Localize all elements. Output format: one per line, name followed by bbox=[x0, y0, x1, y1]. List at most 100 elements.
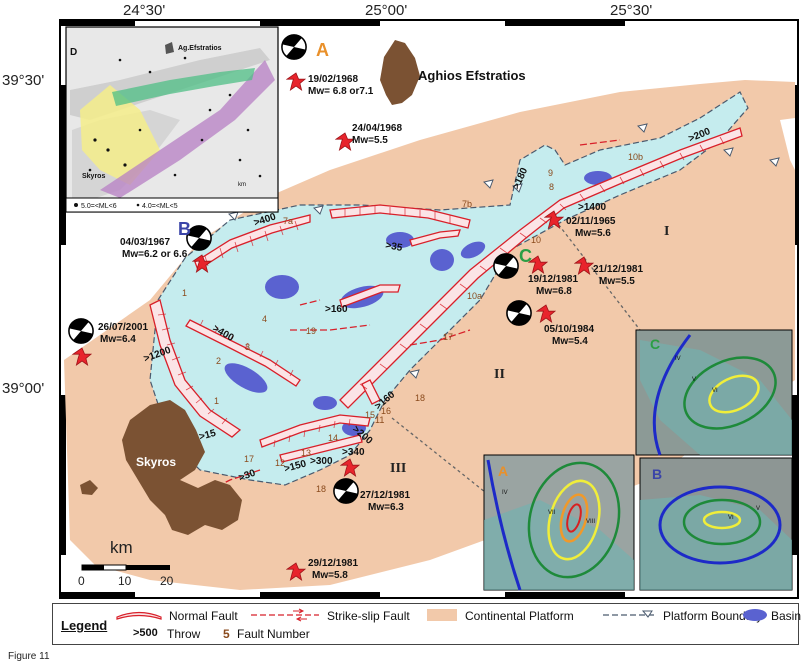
label-aghios: Aghios Efstratios bbox=[418, 68, 526, 83]
svg-text:04/03/1967: 04/03/1967 bbox=[120, 237, 170, 248]
svg-text:>160: >160 bbox=[325, 304, 348, 315]
svg-text:18: 18 bbox=[415, 393, 425, 403]
svg-text:19/02/1968: 19/02/1968 bbox=[308, 74, 358, 85]
fault-numbers: 7a 7b 8 10 10a 10b 4 19 3 2 1 17 18 14 1… bbox=[182, 152, 643, 494]
figure-caption: Figure 11 bbox=[8, 651, 50, 662]
svg-text:7a: 7a bbox=[283, 216, 293, 226]
strike-slip-symbol bbox=[251, 608, 319, 622]
scale-bar: km 0 10 20 bbox=[78, 538, 174, 588]
svg-text:A: A bbox=[498, 463, 508, 479]
svg-text:9: 9 bbox=[548, 168, 553, 178]
svg-text:Mw=6.3: Mw=6.3 bbox=[368, 502, 404, 513]
legend-fault-value: 5 bbox=[223, 627, 230, 641]
lat-tick-2: 39°00' bbox=[2, 380, 45, 397]
inset-a: A IV VII VIII bbox=[483, 454, 635, 591]
label-c: C bbox=[519, 246, 532, 266]
lat-tick-1: 39°30' bbox=[2, 72, 45, 89]
inset-d: D Ag.Efstratios Skyros km 5.0=<ML<6 4.0=… bbox=[65, 26, 279, 213]
svg-text:24/04/1968: 24/04/1968 bbox=[352, 123, 402, 134]
legend-title: Legend bbox=[61, 618, 108, 633]
svg-text:VII: VII bbox=[548, 510, 556, 516]
svg-text:20: 20 bbox=[160, 574, 174, 588]
svg-text:V: V bbox=[692, 377, 696, 383]
svg-text:10: 10 bbox=[531, 235, 541, 245]
svg-text:05/10/1984: 05/10/1984 bbox=[544, 324, 594, 335]
legend: Legend Normal Fault Strike-slip Fault Co… bbox=[52, 603, 802, 645]
svg-text:Mw=6.8: Mw=6.8 bbox=[536, 286, 572, 297]
svg-text:29/12/1981: 29/12/1981 bbox=[308, 558, 358, 569]
legend-throw-value: >500 bbox=[133, 627, 158, 639]
svg-text:13: 13 bbox=[301, 448, 311, 458]
svg-text:3: 3 bbox=[245, 342, 250, 352]
legend-fault-label: Fault Number bbox=[237, 627, 310, 641]
label-a: A bbox=[316, 40, 329, 60]
svg-text:Mw=5.5: Mw=5.5 bbox=[352, 135, 388, 146]
svg-text:Mw=5.6: Mw=5.6 bbox=[575, 228, 611, 239]
label-b: B bbox=[178, 219, 191, 239]
svg-text:5.0=<ML<6: 5.0=<ML<6 bbox=[81, 203, 117, 210]
svg-text:0: 0 bbox=[78, 574, 85, 588]
skyros-island bbox=[122, 400, 242, 535]
svg-text:19: 19 bbox=[306, 326, 316, 336]
inset-b: B VI V bbox=[639, 457, 793, 591]
svg-text:7b: 7b bbox=[462, 199, 472, 209]
legend-boundary: Platform Boundary bbox=[663, 609, 763, 623]
svg-text:Ag.Efstratios: Ag.Efstratios bbox=[178, 45, 222, 52]
svg-text:Mw=6.2 or 6.6: Mw=6.2 or 6.6 bbox=[122, 249, 188, 260]
boundary-symbol bbox=[603, 610, 655, 618]
svg-text:>300: >300 bbox=[310, 456, 333, 467]
boundary-teeth bbox=[228, 123, 780, 379]
svg-text:2: 2 bbox=[216, 356, 221, 366]
svg-text:V: V bbox=[756, 506, 760, 512]
inset-c: C IV V VI bbox=[635, 329, 793, 456]
normal-fault-symbol bbox=[116, 611, 162, 620]
lon-tick-2: 25°00' bbox=[365, 2, 408, 19]
region-1: I bbox=[664, 224, 669, 239]
svg-text:10b: 10b bbox=[628, 152, 643, 162]
svg-text:Skyros: Skyros bbox=[82, 173, 105, 180]
svg-text:C: C bbox=[650, 336, 660, 352]
svg-text:12: 12 bbox=[275, 458, 285, 468]
lon-tick-3: 25°30' bbox=[610, 2, 653, 19]
legend-strike-slip: Strike-slip Fault bbox=[327, 609, 410, 623]
svg-text:21/12/1981: 21/12/1981 bbox=[593, 264, 643, 275]
svg-text:Mw=5.5: Mw=5.5 bbox=[599, 276, 635, 287]
basin-symbol bbox=[743, 609, 767, 621]
svg-text:Mw=5.4: Mw=5.4 bbox=[552, 336, 588, 347]
label-skyros: Skyros bbox=[136, 455, 176, 469]
legend-platform: Continental Platform bbox=[465, 609, 574, 623]
svg-text:4: 4 bbox=[262, 314, 267, 324]
svg-text:10: 10 bbox=[118, 574, 132, 588]
aghios-efstratios-island bbox=[380, 40, 420, 105]
svg-text:14: 14 bbox=[328, 433, 338, 443]
svg-text:VI: VI bbox=[728, 515, 734, 521]
svg-text:17: 17 bbox=[244, 454, 254, 464]
svg-text:>1400: >1400 bbox=[578, 202, 607, 213]
svg-text:8: 8 bbox=[549, 182, 554, 192]
svg-text:km: km bbox=[238, 182, 246, 188]
svg-text:18: 18 bbox=[316, 484, 326, 494]
svg-text:16: 16 bbox=[381, 406, 391, 416]
legend-throw-label: Throw bbox=[167, 627, 201, 641]
svg-text:10a: 10a bbox=[467, 291, 482, 301]
svg-text:km: km bbox=[110, 538, 133, 557]
region-2: II bbox=[494, 367, 505, 382]
svg-text:Mw= 6.8 or7.1: Mw= 6.8 or7.1 bbox=[308, 86, 374, 97]
svg-text:Mw=6.4: Mw=6.4 bbox=[100, 334, 136, 345]
legend-basin: Basin bbox=[771, 609, 802, 623]
svg-text:19/12/1981: 19/12/1981 bbox=[528, 274, 578, 285]
svg-text:B: B bbox=[652, 466, 662, 482]
svg-text:IV: IV bbox=[675, 356, 681, 362]
event-labels: 19/02/1968 Mw= 6.8 or7.1 24/04/1968 Mw=5… bbox=[98, 74, 643, 581]
svg-text:>15: >15 bbox=[198, 428, 218, 443]
lon-tick-1: 24°30' bbox=[123, 2, 166, 19]
svg-text:>35: >35 bbox=[384, 240, 403, 254]
svg-text:>340: >340 bbox=[342, 447, 365, 458]
svg-text:17: 17 bbox=[443, 332, 453, 342]
svg-text:1: 1 bbox=[182, 288, 187, 298]
svg-text:4.0=<ML<5: 4.0=<ML<5 bbox=[142, 203, 178, 210]
svg-text:VIII: VIII bbox=[586, 519, 595, 525]
svg-text:VI: VI bbox=[712, 388, 718, 394]
legend-normal-fault: Normal Fault bbox=[169, 609, 238, 623]
